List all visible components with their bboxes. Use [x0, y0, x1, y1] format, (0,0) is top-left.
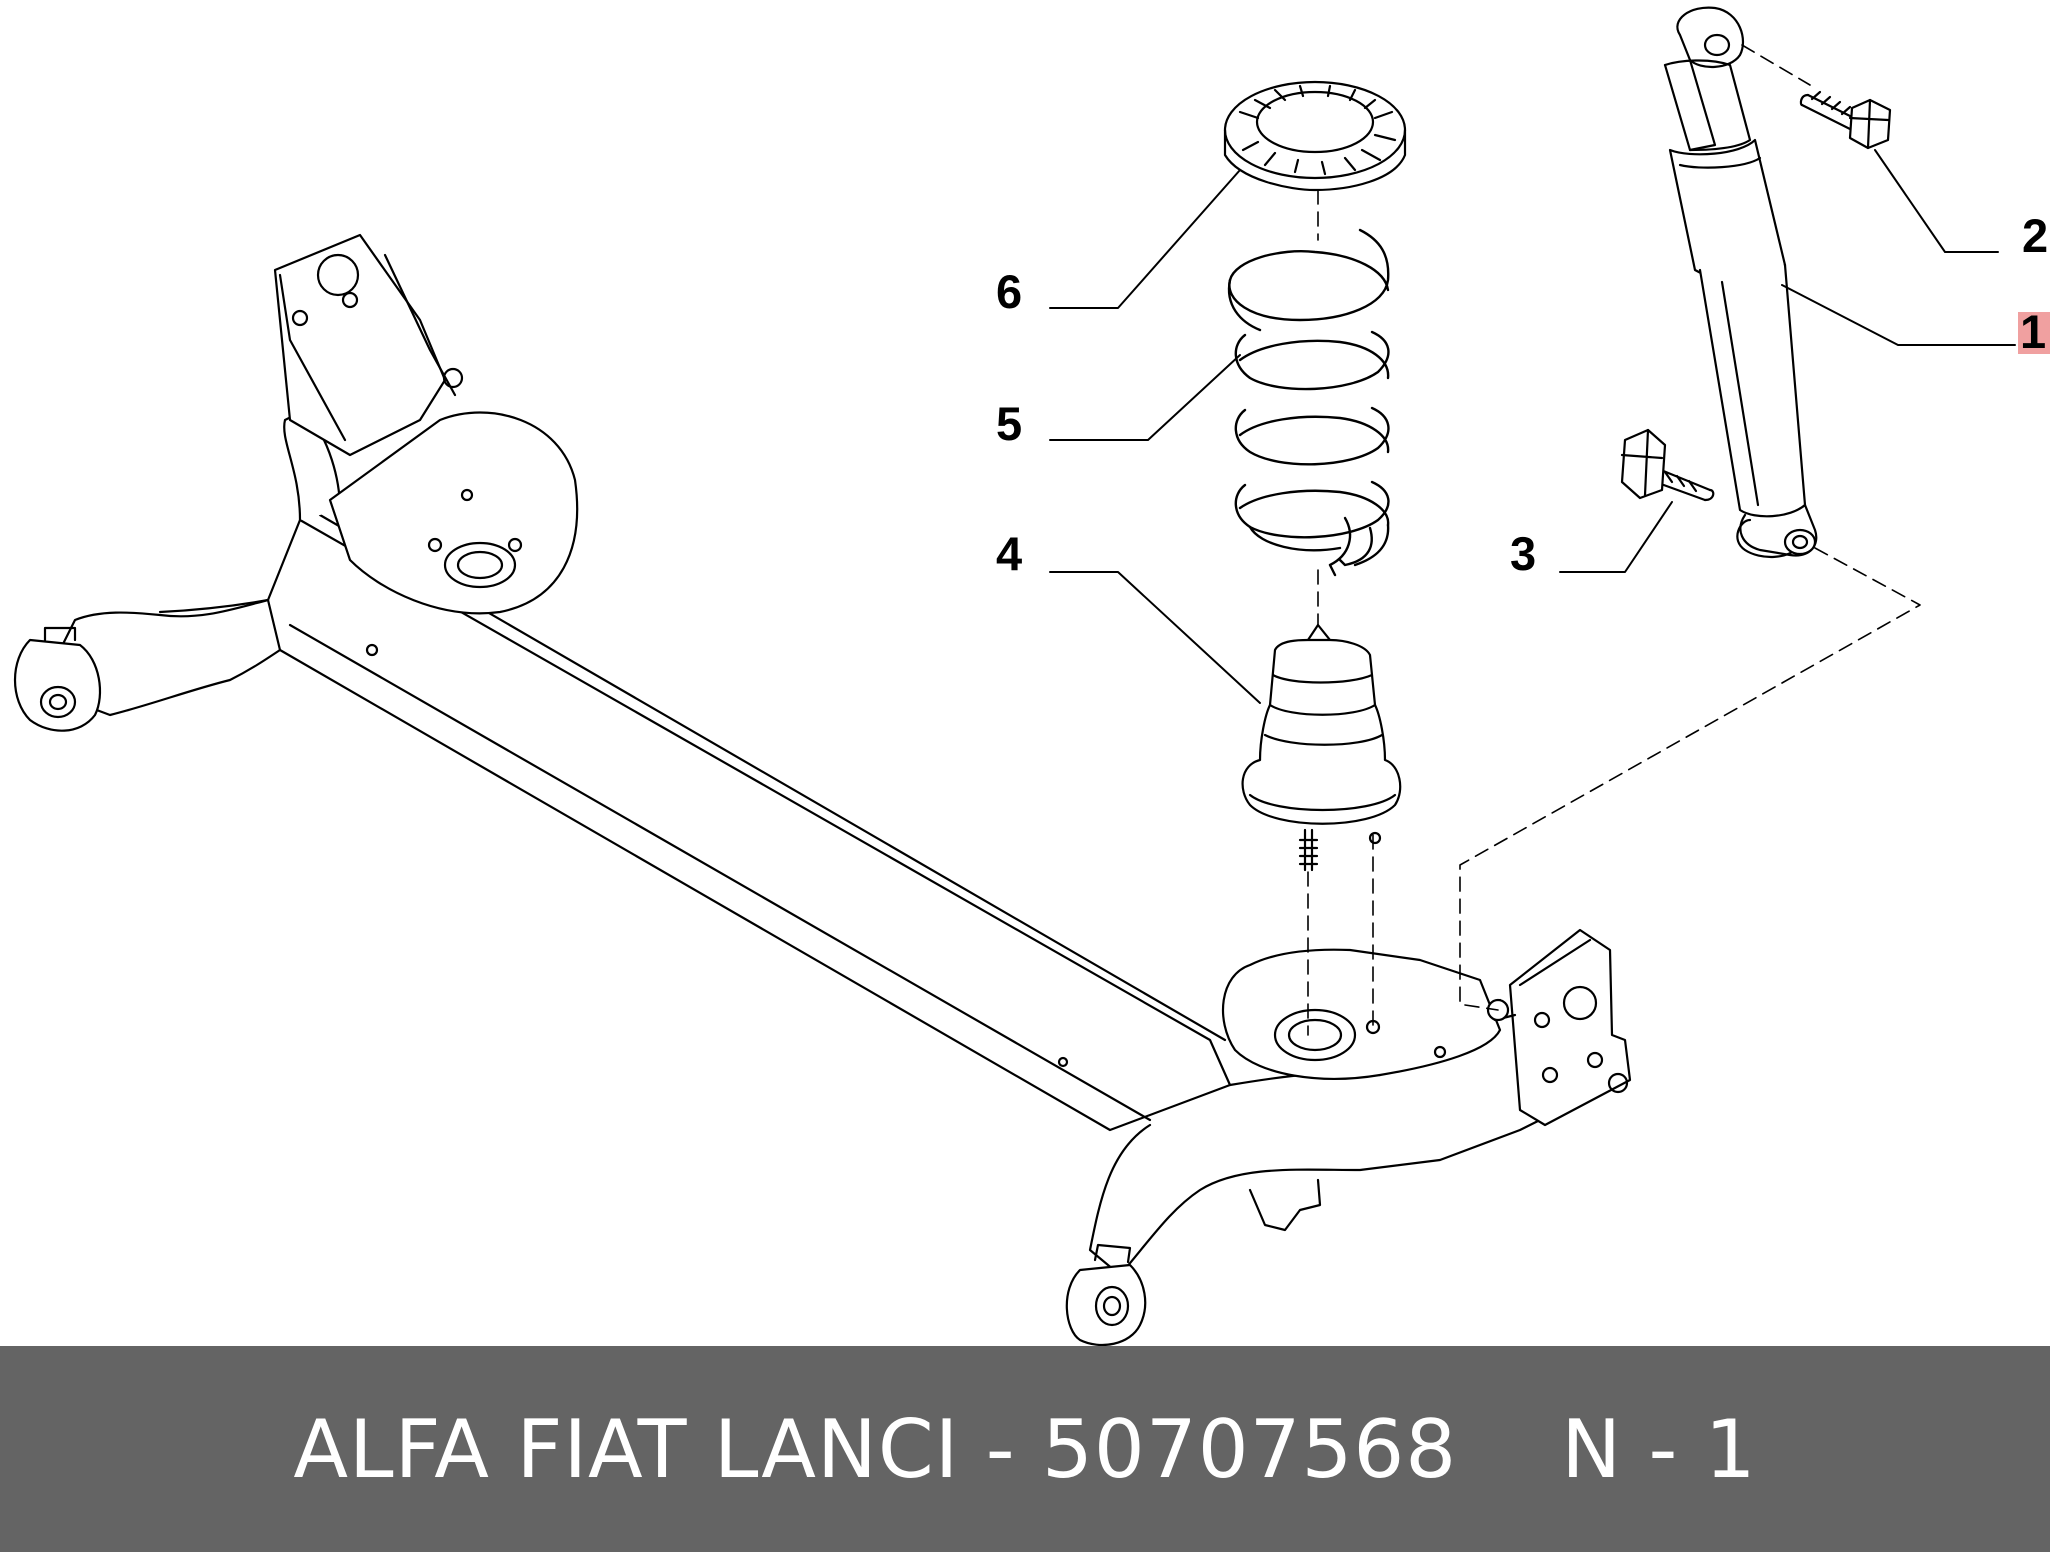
suspension-exploded-diagram: 1 2 3 4 5 6 [13, 6, 2050, 1346]
diagram-reference: N - 1 [1561, 1402, 1757, 1496]
callout-5: 5 [996, 397, 1022, 450]
rear-axle-beam [13, 233, 1632, 1346]
callout-4: 4 [996, 527, 1022, 580]
callout-labels: 1 2 3 4 5 6 [996, 209, 2050, 580]
part-3-lower-bolt [1620, 428, 1715, 502]
callout-2: 2 [2022, 209, 2048, 262]
callout-6: 6 [996, 265, 1022, 318]
callout-1: 1 [2020, 305, 2046, 358]
leader-6 [1049, 169, 1241, 309]
leader-3 [1559, 501, 1673, 573]
leader-5 [1049, 354, 1241, 441]
part-5-coil-spring [1227, 228, 1390, 577]
callout-1-highlight [2018, 312, 2050, 354]
part-number-footer: ALFA FIAT LANCI - 50707568 N - 1 [0, 1346, 2050, 1552]
leader-1 [1781, 284, 2016, 346]
assembly-guide-lines [1307, 44, 1921, 1036]
part-1-shock-absorber [1663, 6, 1818, 559]
brand-part-number: ALFA FIAT LANCI - 50707568 [293, 1402, 1458, 1496]
leader-4 [1049, 571, 1261, 704]
callout-leaders [1049, 149, 2016, 704]
part-4-bump-stop [1241, 623, 1402, 872]
part-2-upper-bolt [1799, 90, 1892, 150]
callout-3: 3 [1510, 527, 1536, 580]
part-6-spring-seat [1223, 80, 1407, 192]
leader-2 [1874, 149, 1999, 253]
